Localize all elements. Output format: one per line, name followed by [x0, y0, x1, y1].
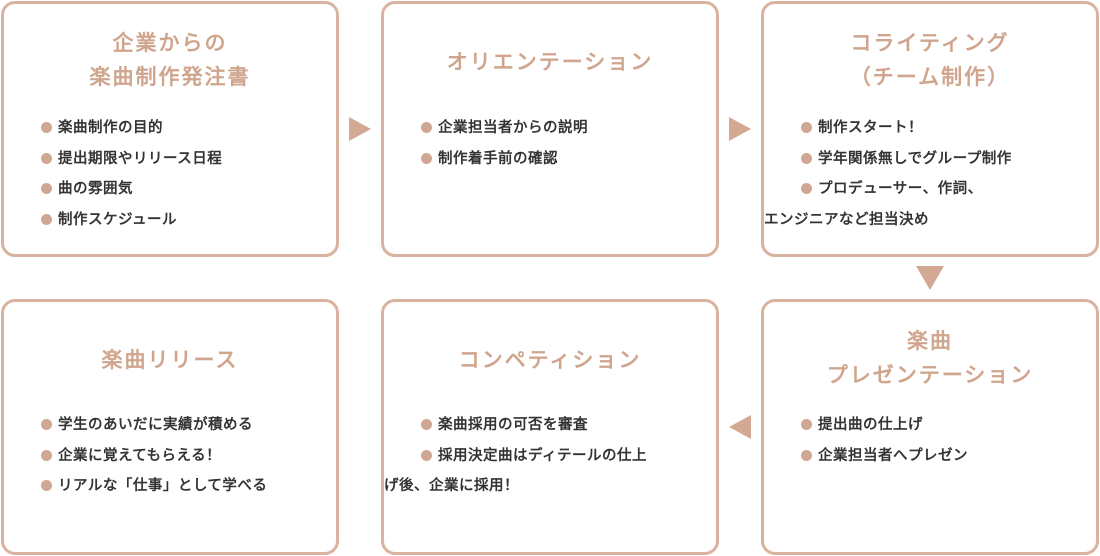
list-item: げ後、企業に採用！	[384, 478, 519, 494]
title-line: プレゼンテーション	[826, 363, 1034, 387]
bullet-icon	[421, 419, 432, 430]
step-items: 提出曲の仕上げ 企業担当者へプレゼン	[801, 410, 1082, 471]
step-items: 楽曲採用の可否を審査 採用決定曲はディテールの仕上 げ後、企業に採用！	[384, 410, 702, 502]
bullet-icon	[801, 449, 812, 461]
bullet-icon	[41, 183, 52, 194]
arrow-right-icon	[349, 117, 371, 141]
step-title: 楽曲リリース	[4, 343, 336, 377]
bullet-icon	[421, 152, 432, 164]
step-items: 学生のあいだに実績が積める 企業に覚えてもらえる！ リアルな「仕事」として学べる	[41, 410, 322, 502]
bullet-icon	[421, 449, 432, 461]
list-item: 学生のあいだに実績が積める	[41, 410, 322, 441]
list-item: プロデューサー、作詞、	[801, 174, 1082, 205]
step-card-presentation: 楽曲 プレゼンテーション 提出曲の仕上げ 企業担当者へプレゼン	[761, 299, 1099, 555]
title-line: 楽曲	[907, 329, 953, 353]
title-line: 企業からの	[112, 31, 228, 55]
step-items: 企業担当者からの説明 制作着手前の確認	[421, 113, 702, 174]
list-item: 楽曲採用の可否を審査	[421, 410, 702, 441]
bullet-icon	[41, 480, 52, 491]
bullet-icon	[801, 122, 812, 133]
list-item: 企業に覚えてもらえる！	[41, 441, 322, 472]
title-line: 楽曲制作発注書	[89, 65, 251, 89]
arrow-left-icon	[729, 415, 751, 439]
step-items: 楽曲制作の目的 提出期限やリリース日程 曲の雰囲気 制作スケジュール	[41, 113, 322, 235]
step-card-competition: コンペティション 楽曲採用の可否を審査 採用決定曲はディテールの仕上 げ後、企業…	[381, 299, 719, 555]
step-card-orientation: オリエンテーション 企業担当者からの説明 制作着手前の確認	[381, 1, 719, 257]
list-item: 制作スタート！	[801, 113, 1082, 144]
bullet-icon	[421, 122, 432, 133]
title-line: コンペティション	[458, 348, 642, 372]
list-item: 楽曲制作の目的	[41, 113, 322, 144]
list-item: リアルな「仕事」として学べる	[41, 471, 322, 502]
list-item: 制作スケジュール	[41, 205, 322, 236]
step-card-order: 企業からの 楽曲制作発注書 楽曲制作の目的 提出期限やリリース日程 曲の雰囲気 …	[1, 1, 339, 257]
bullet-icon	[41, 122, 52, 133]
list-item: 企業担当者からの説明	[421, 113, 702, 144]
title-line: （チーム制作）	[849, 65, 1011, 89]
list-item: 学年関係無しでグループ制作	[801, 144, 1082, 175]
step-title: 楽曲 プレゼンテーション	[764, 324, 1096, 392]
title-line: オリエンテーション	[446, 50, 654, 74]
list-item: 企業担当者へプレゼン	[801, 441, 1082, 472]
arrow-right-icon	[729, 117, 751, 141]
list-item: 曲の雰囲気	[41, 174, 322, 205]
list-item: 提出曲の仕上げ	[801, 410, 1082, 441]
list-item: 提出期限やリリース日程	[41, 144, 322, 175]
bullet-icon	[41, 213, 52, 225]
step-title: オリエンテーション	[384, 45, 716, 79]
step-items: 制作スタート！ 学年関係無しでグループ制作 プロデューサー、作詞、 エンジニアな…	[764, 113, 1082, 235]
arrow-down-icon	[916, 266, 944, 290]
bullet-icon	[41, 449, 52, 461]
bullet-icon	[801, 419, 812, 430]
bullet-icon	[801, 183, 812, 194]
step-card-cowriting: コライティング （チーム制作） 制作スタート！ 学年関係無しでグループ制作 プロ…	[761, 1, 1099, 257]
bullet-icon	[801, 152, 812, 164]
list-item: 採用決定曲はディテールの仕上	[421, 441, 702, 472]
step-title: コライティング （チーム制作）	[764, 26, 1096, 94]
title-line: 楽曲リリース	[101, 348, 239, 372]
title-line: コライティング	[850, 31, 1010, 55]
step-card-release: 楽曲リリース 学生のあいだに実績が積める 企業に覚えてもらえる！ リアルな「仕事…	[1, 299, 339, 555]
step-title: コンペティション	[384, 343, 716, 377]
list-item: エンジニアなど担当決め	[764, 211, 929, 228]
bullet-icon	[41, 152, 52, 164]
step-title: 企業からの 楽曲制作発注書	[4, 26, 336, 94]
bullet-icon	[41, 419, 52, 430]
list-item: 制作着手前の確認	[421, 144, 702, 175]
